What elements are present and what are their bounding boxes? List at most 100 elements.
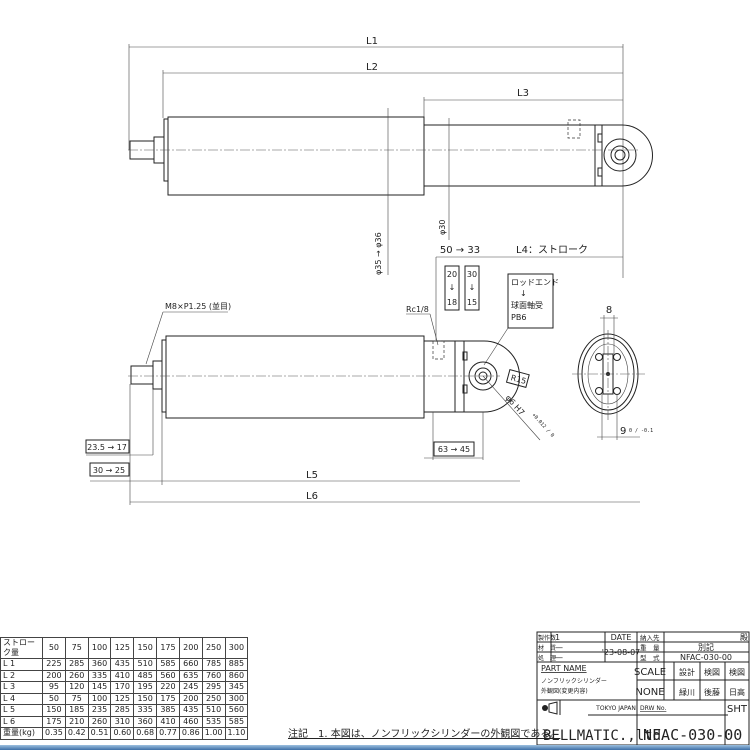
svg-text:30 → 25: 30 → 25 (93, 466, 125, 475)
title-block: 製作数 1 材 質 — 処 理 — DATE '23-08-07 納入先 殿 重… (536, 631, 750, 746)
table-cell: 245 (178, 681, 203, 694)
table-cell: 885 (224, 658, 249, 671)
table-cell: 300 (224, 692, 249, 705)
box-63-45 (433, 441, 475, 457)
table-cell: 285 (64, 658, 89, 671)
label-bore: φ6 H7 (504, 393, 527, 417)
table-cell: 150 (42, 704, 66, 717)
table-cell: 410 (110, 669, 135, 682)
table-cell: 0.51 (87, 727, 112, 740)
table-cell: 0.42 (64, 727, 89, 740)
table-cell: 175 (156, 692, 180, 705)
label-end-thickness: 9 (620, 426, 626, 437)
table-cell: 760 (201, 669, 226, 682)
table-cell: 75 (64, 637, 89, 659)
table-cell: ストローク量 (0, 637, 43, 659)
table-cell: 335 (87, 669, 112, 682)
rod-end-callout (507, 273, 554, 329)
label-end-width: 8 (606, 305, 612, 316)
svg-text:処 理: 処 理 (538, 654, 556, 662)
end-view: 8 9 0 / -0.1 (572, 305, 653, 440)
drawing-note: 注記 1. 本図は、ノンフリックシリンダーの外観図である。 (288, 727, 560, 740)
projection-symbol-icon (542, 701, 558, 715)
table-cell: 300 (224, 637, 249, 659)
svg-text:L6: L6 (306, 491, 318, 502)
table-cell: 250 (201, 692, 226, 705)
table-cell: 200 (42, 669, 66, 682)
box-R15 (505, 369, 530, 388)
table-cell: 75 (64, 692, 89, 705)
table-cell: 195 (133, 681, 158, 694)
svg-text:殿: 殿 (740, 633, 748, 642)
table-cell: 560 (224, 704, 249, 717)
svg-text:30: 30 (467, 270, 477, 279)
table-cell: 50 (42, 637, 66, 659)
table-cell: 重量(kg) (0, 727, 43, 740)
table-cell: L 1 (0, 658, 43, 671)
side-rod-end-eye (464, 340, 520, 413)
svg-text:製作数: 製作数 (538, 634, 556, 642)
svg-text:設計: 設計 (679, 667, 695, 677)
table-cell: L 6 (0, 715, 43, 728)
svg-text:PART NAME: PART NAME (541, 664, 587, 673)
svg-text:材 質: 材 質 (538, 644, 556, 652)
svg-text:納入先: 納入先 (640, 633, 660, 642)
label-thread: M8×P1.25 (並目) (165, 301, 231, 311)
table-cell: 285 (110, 704, 135, 717)
svg-text:18: 18 (447, 298, 457, 307)
svg-text:NFAC-030-00: NFAC-030-00 (680, 653, 732, 662)
svg-text:63 → 45: 63 → 45 (438, 445, 470, 454)
svg-text:'23-08-07: '23-08-07 (602, 648, 641, 657)
table-cell: 200 (178, 692, 203, 705)
label-rc-port: Rc1/8 (406, 305, 429, 314)
svg-text:SHT: SHT (727, 704, 748, 715)
svg-text:ロッドエンド: ロッドエンド (511, 278, 559, 287)
table-cell: L 2 (0, 669, 43, 682)
label-body-diameter: φ35 → φ36 (374, 232, 383, 275)
table-cell: 360 (87, 658, 112, 671)
table-cell: 175 (156, 637, 180, 659)
svg-text:重 量: 重 量 (640, 644, 660, 652)
table-cell: 335 (133, 704, 158, 717)
svg-text:日高: 日高 (729, 687, 745, 697)
table-cell: 0.68 (133, 727, 158, 740)
label-L2: L2 (366, 62, 378, 73)
svg-text:検図: 検図 (729, 667, 745, 677)
svg-text:NONE: NONE (635, 687, 664, 698)
table-cell: 125 (110, 692, 135, 705)
table-cell: 585 (156, 658, 180, 671)
table-cell: 0.35 (42, 727, 66, 740)
table-cell: 95 (42, 681, 66, 694)
svg-text:↓: ↓ (520, 289, 527, 298)
table-cell: 225 (42, 658, 66, 671)
table-cell: 250 (201, 637, 226, 659)
side-cylinder-body (165, 335, 425, 419)
table-cell: 560 (156, 669, 180, 682)
svg-text:SCALE: SCALE (634, 667, 666, 678)
table-cell: 0.77 (156, 727, 180, 740)
top-view: L1 L2 L3 φ35 → φ36 φ30 (128, 36, 653, 278)
table-cell: 150 (133, 692, 158, 705)
table-cell: 510 (133, 658, 158, 671)
table-cell: 535 (201, 715, 226, 728)
box-30-15 (464, 265, 480, 311)
rod-end-eye (602, 124, 653, 187)
box-23.5-17 (85, 439, 130, 454)
table-cell: 460 (178, 715, 203, 728)
piston-rod (423, 124, 603, 187)
label-L1: L1 (366, 36, 378, 47)
table-cell: 860 (224, 669, 249, 682)
label-L3: L3 (517, 88, 529, 99)
table-cell: 235 (87, 704, 112, 717)
box-20-18 (444, 265, 460, 311)
box-30-25 (89, 462, 130, 477)
table-cell: 50 (42, 692, 66, 705)
svg-text:1: 1 (555, 633, 560, 642)
table-cell: L 5 (0, 704, 43, 717)
